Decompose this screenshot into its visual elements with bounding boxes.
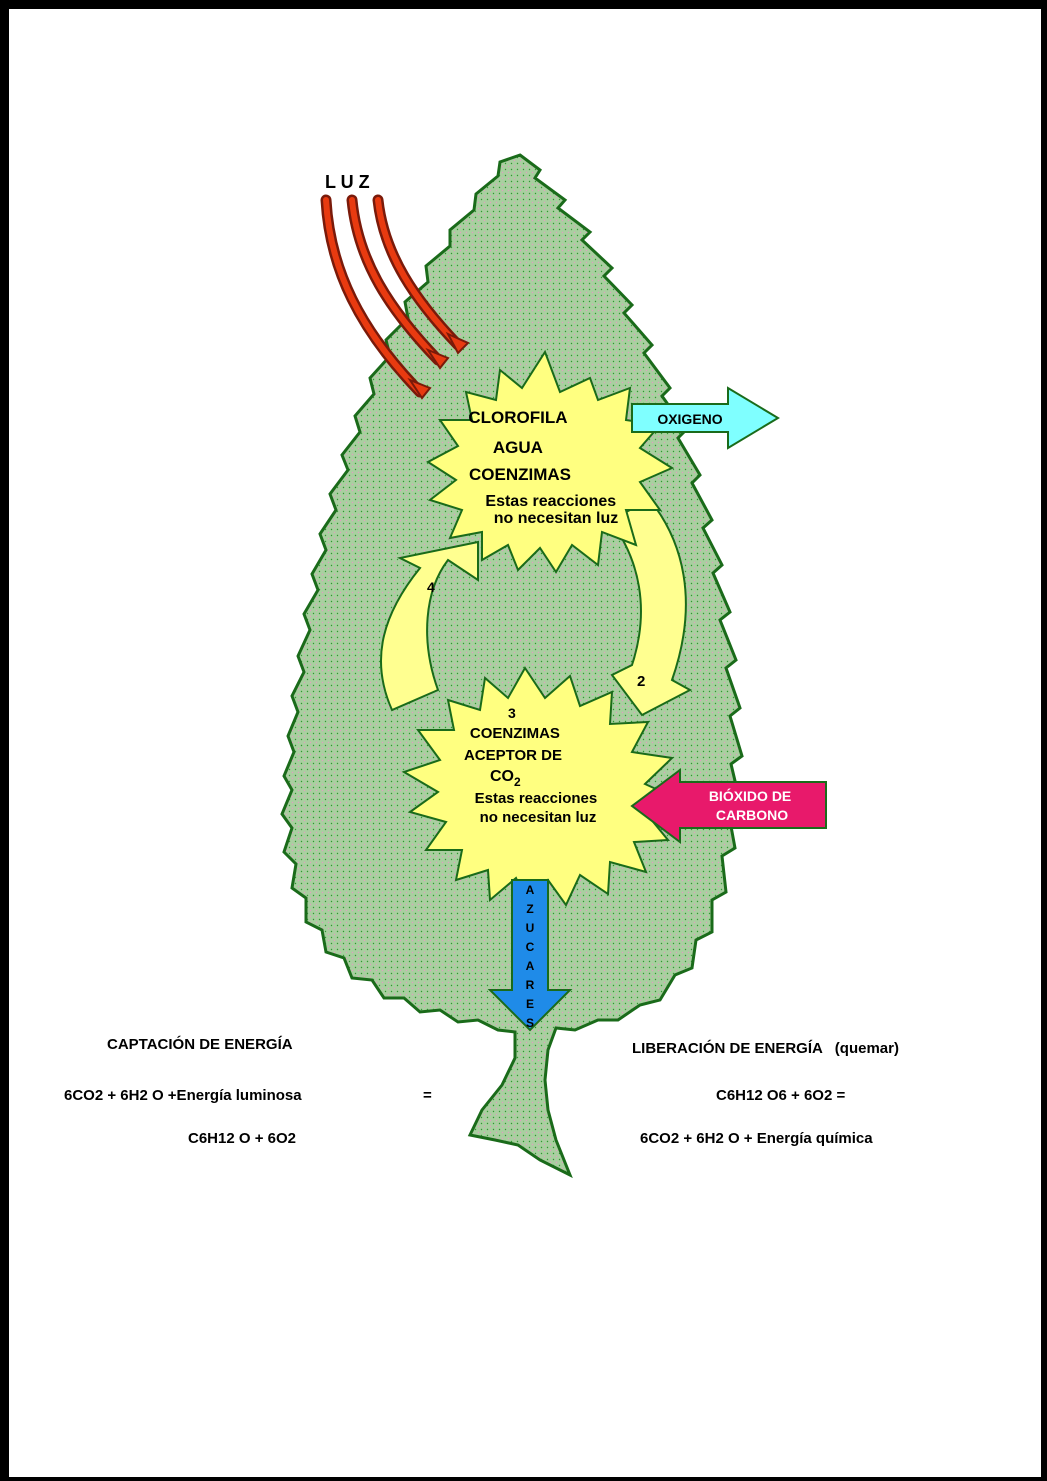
- svg-text:C: C: [526, 940, 535, 954]
- bottom-burst-note-1: Estas reacciones: [475, 790, 598, 807]
- light-label: L U Z: [325, 172, 370, 192]
- svg-text:U: U: [526, 921, 535, 935]
- svg-text:E: E: [526, 997, 534, 1011]
- top-burst-note-2: no necesitan luz: [494, 510, 618, 527]
- top-burst-line-2: AGUA: [493, 438, 543, 457]
- top-burst-note: Estas reacciones no necesitan luz: [485, 493, 620, 527]
- svg-text:R: R: [526, 978, 535, 992]
- capture-equals: =: [423, 1087, 432, 1104]
- svg-text:A: A: [526, 883, 535, 897]
- release-equation-right: 6CO2 + 6H2 O + Energía química: [640, 1130, 873, 1147]
- bottom-burst-note-2: no necesitan luz: [480, 809, 597, 826]
- capture-title: CAPTACIÓN DE ENERGÍA: [107, 1036, 293, 1053]
- top-burst-note-1: Estas reacciones: [485, 493, 616, 510]
- bottom-burst-line-2: ACEPTOR DE: [464, 747, 562, 764]
- svg-text:A: A: [526, 959, 535, 973]
- oxygen-label: OXIGENO: [657, 411, 722, 427]
- step-4-label: 4: [427, 579, 435, 595]
- svg-text:Z: Z: [526, 902, 533, 916]
- capture-equation-left: 6CO2 + 6H2 O +Energía luminosa: [64, 1087, 302, 1104]
- bottom-burst-step: 3: [508, 705, 516, 721]
- co2-label-1: BIÓXIDO DE: [709, 787, 791, 804]
- top-burst-line-3: COENZIMAS: [469, 465, 571, 484]
- capture-equation-right: C6H12 O + 6O2: [188, 1130, 296, 1147]
- svg-text:S: S: [526, 1016, 534, 1030]
- bottom-burst-line-1: COENZIMAS: [470, 725, 560, 742]
- co2-label-2: CARBONO: [716, 807, 788, 823]
- release-title: LIBERACIÓN DE ENERGÍA (quemar): [632, 1040, 899, 1057]
- step-2-label: 2: [637, 673, 645, 690]
- top-burst-line-1: CLOROFILA: [468, 408, 567, 427]
- release-equation-left: C6H12 O6 + 6O2 =: [716, 1087, 845, 1104]
